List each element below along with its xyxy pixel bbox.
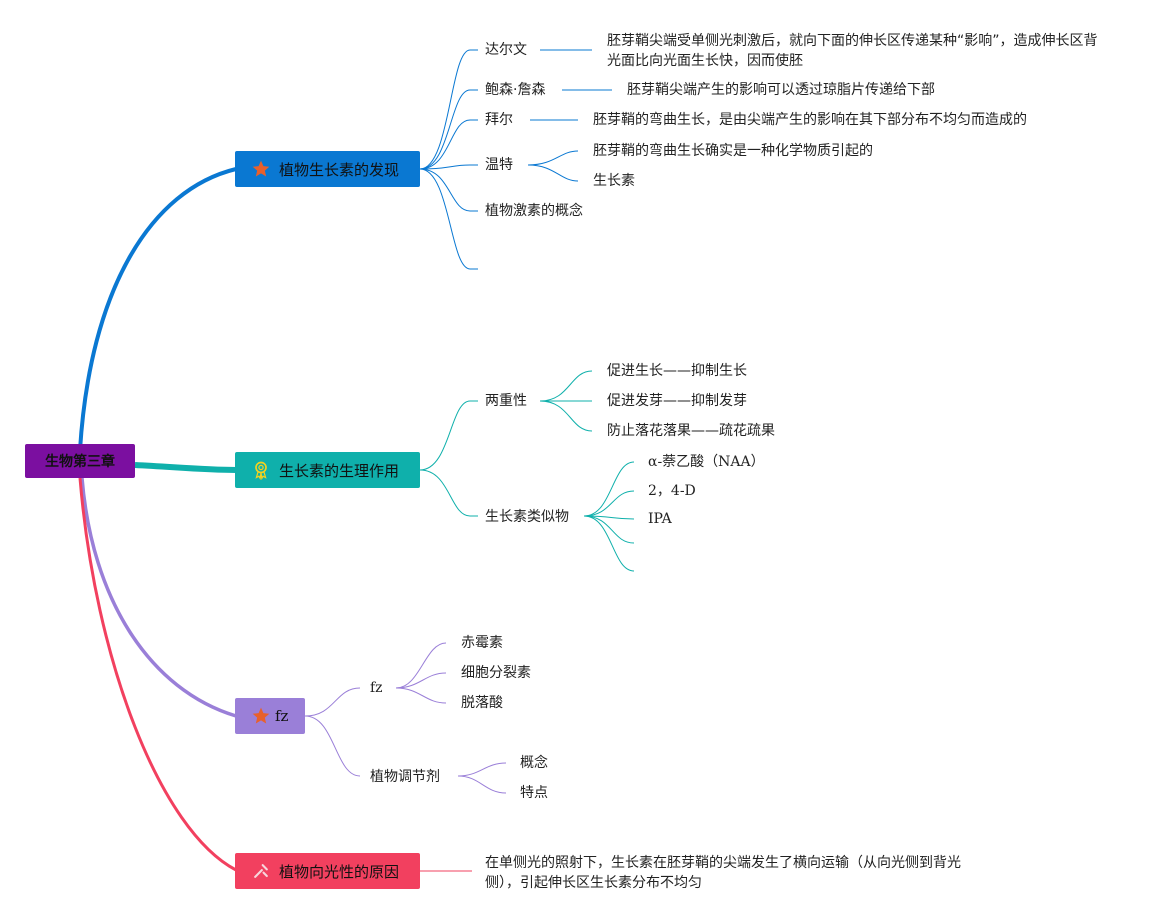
award-icon: [249, 458, 273, 482]
node-duality[interactable]: 两重性: [485, 393, 527, 409]
node-fz-sub[interactable]: fz: [370, 680, 383, 696]
list-item: 细胞分裂素: [461, 665, 531, 681]
root-label: 生物第三章: [45, 454, 115, 470]
node-auxin-analogs[interactable]: 生长素类似物: [485, 509, 569, 525]
list-item: 促进发芽——抑制发芽: [607, 393, 747, 409]
list-item: 赤霉素: [461, 635, 503, 651]
list-item: 特点: [520, 785, 548, 801]
root-link-discovery: [78, 167, 237, 451]
note-darwin: 胚芽鞘尖端受单侧光刺激后，就向下面的伸长区传递某种“影响”，造成伸长区背光面比向…: [607, 33, 1098, 69]
node-paal[interactable]: 拜尔: [485, 112, 513, 128]
note-went-2: 生长素: [593, 173, 635, 189]
note-phototropism: 在单侧光的照射下，生长素在胚芽鞘的尖端发生了横向运输（从向光侧到背光侧），引起伸…: [485, 855, 961, 891]
node-plant-regulator[interactable]: 植物调节剂: [370, 769, 440, 785]
node-hormone-concept[interactable]: 植物激素的概念: [485, 203, 583, 219]
node-went[interactable]: 温特: [485, 157, 513, 173]
root-link-fz: [80, 477, 237, 718]
list-item: 2，4-D: [648, 483, 696, 499]
node-boysen-jensen[interactable]: 鲍森·詹森: [485, 82, 546, 98]
star-icon: [249, 704, 273, 728]
star-icon: [249, 157, 273, 181]
topic-physio-label: 生长素的生理作用: [279, 461, 400, 480]
list-item: 概念: [520, 755, 548, 771]
topic-fz-label: fz: [275, 707, 289, 725]
topic-discovery-label: 植物生长素的发现: [279, 160, 400, 179]
tools-icon: [249, 859, 273, 883]
list-item: 促进生长——抑制生长: [607, 363, 747, 379]
note-went-1: 胚芽鞘的弯曲生长确实是一种化学物质引起的: [593, 143, 873, 159]
node-darwin[interactable]: 达尔文: [485, 42, 527, 58]
topic-phototropism-label: 植物向光性的原因: [279, 862, 400, 881]
list-item: IPA: [648, 511, 672, 527]
list-item: α-萘乙酸（NAA）: [648, 454, 765, 470]
list-item: 防止落花落果——疏花疏果: [607, 423, 775, 439]
root-topic[interactable]: 生物第三章: [25, 444, 135, 478]
topic-fz[interactable]: fz: [235, 698, 305, 734]
topic-discovery[interactable]: 植物生长素的发现: [235, 151, 420, 187]
root-link-phototropism: [78, 477, 237, 872]
list-item: 脱落酸: [461, 695, 503, 711]
topic-physio[interactable]: 生长素的生理作用: [235, 452, 420, 488]
topic-phototropism[interactable]: 植物向光性的原因: [235, 853, 420, 889]
note-boysen-jensen: 胚芽鞘尖端产生的影响可以透过琼脂片传递给下部: [627, 82, 935, 98]
root-link-physio: [134, 462, 237, 473]
note-paal: 胚芽鞘的弯曲生长，是由尖端产生的影响在其下部分布不均匀而造成的: [593, 112, 1027, 128]
